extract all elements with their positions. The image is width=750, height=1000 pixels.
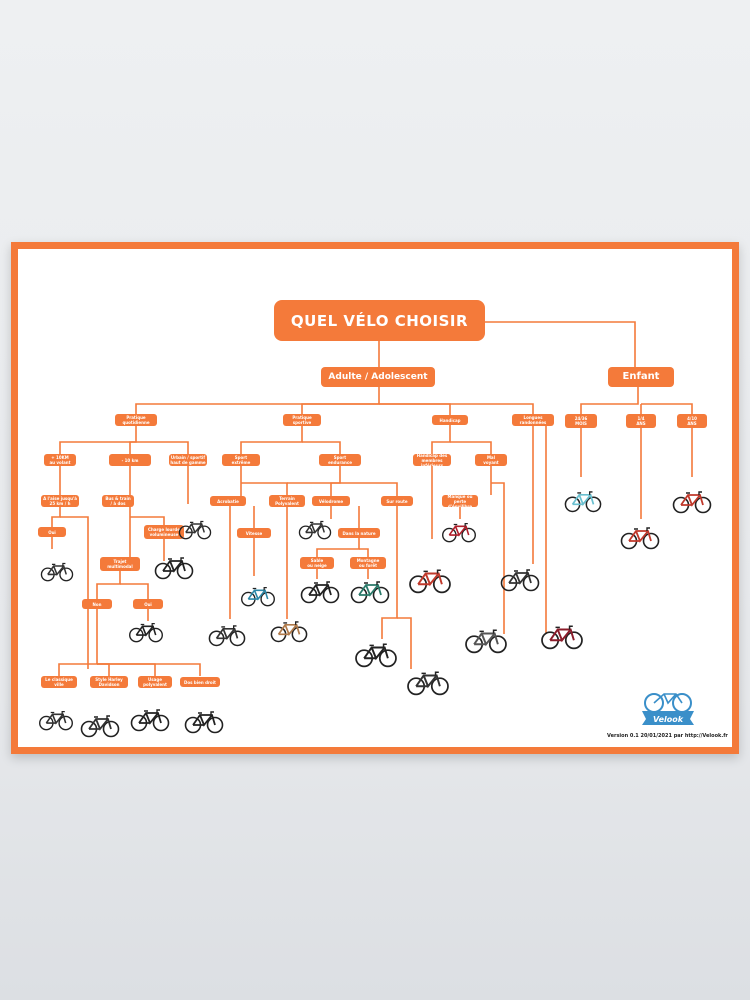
recumbent-trike-icon — [409, 569, 451, 594]
balance-bike-icon — [564, 491, 602, 513]
tricycle-icon — [620, 527, 660, 550]
connector-line — [485, 321, 636, 367]
connector-line — [301, 403, 379, 414]
city-bike-icon — [40, 562, 74, 582]
node-oui-1: Oui — [38, 527, 66, 537]
node-pratique-sportive: Pratique sportive — [283, 414, 321, 426]
node-classique-ville: Le classique ville — [41, 676, 77, 688]
connector-line — [120, 583, 149, 599]
connector-line — [379, 403, 451, 415]
kids-bike-icon — [672, 491, 712, 514]
poster-canvas: QUEL VÉLO CHOISIR Adulte / Adolescent En… — [18, 249, 732, 747]
node-1-4-ans: 1/4 ANS — [626, 414, 656, 428]
urban-bike-icon — [178, 520, 212, 540]
velook-logo: Velook — [642, 693, 694, 725]
node-plus-10km: + 10KM au volant — [44, 454, 76, 466]
node-usage-polyvalent: Usage polyvalent — [138, 676, 172, 688]
node-trajet-multimodal: Trajet multimodal — [100, 557, 140, 571]
connector-line — [340, 482, 398, 496]
node-dans-nature: Dans la nature — [338, 528, 380, 538]
connector-line — [359, 548, 369, 557]
track-bike-icon — [298, 520, 332, 540]
connector-line — [59, 426, 137, 454]
connector-line — [97, 663, 110, 676]
node-oui-2: Oui — [133, 599, 163, 609]
connector-line — [241, 482, 288, 495]
connector-line — [97, 663, 156, 676]
node-bus-train: Bus & train / à dos — [102, 495, 134, 507]
svg-text:Velook: Velook — [653, 715, 684, 724]
node-charge-lourde: Charge lourde volumineuse — [144, 525, 184, 539]
node-handicap-membres: Handicap des membres inférieurs — [413, 454, 451, 466]
connector-line — [287, 466, 341, 484]
connector-line — [60, 516, 89, 669]
classic-city-bike-icon — [39, 711, 73, 731]
connector-line — [135, 387, 380, 414]
node-urbain-sportif: Urbain / sportif haut de gamme — [169, 454, 207, 466]
node-sport-endurance: Sport endurance — [319, 454, 361, 466]
connector-line — [580, 387, 639, 414]
node-moins-10km: - 10 km — [109, 454, 151, 466]
connector-line — [397, 617, 412, 669]
node-24-36-mois: 24/36 MOIS — [565, 414, 597, 428]
node-non: Non — [82, 599, 112, 609]
node-velodrome: Vélodrome — [312, 496, 350, 506]
fixie-bike-icon — [241, 587, 275, 607]
mtb-bike-icon — [350, 581, 390, 604]
node-sur-route: Sur route — [381, 496, 413, 506]
node-terrain-polyvalent: Terrain Polyvalent — [269, 495, 305, 507]
footer-version: Version 0.1 20/01/2021 par http://Velook… — [607, 733, 728, 739]
connector-line — [431, 425, 451, 454]
folding-bike-icon — [129, 623, 163, 643]
bmx-bike-icon — [208, 625, 246, 647]
node-acrobatie: Acrobatie — [210, 496, 246, 506]
cargo-bike-icon — [154, 557, 194, 580]
connector-line — [330, 482, 340, 496]
fat-bike-icon — [300, 581, 340, 604]
node-sport-extreme: Sport extrême — [222, 454, 260, 466]
connector-line — [129, 441, 136, 454]
touring-bike-icon — [500, 569, 540, 592]
node-vitesse: Vitesse — [237, 528, 271, 538]
node-montagne-foret: Montagne ou forêt — [350, 557, 386, 569]
connector-line — [381, 506, 398, 639]
connector-line — [240, 426, 303, 454]
road-bike-icon — [407, 671, 449, 696]
node-manque-equilibre: Manque ou perte d'équilibre — [442, 495, 478, 507]
connector-line — [316, 538, 360, 557]
node-style-harley: Style Harley Davidson — [90, 676, 128, 688]
connector-line — [302, 441, 341, 454]
node-handicap: Handicap — [432, 415, 468, 425]
recumbent-road-bike-icon — [355, 643, 397, 668]
node-mal-voyant: Mal voyant — [475, 454, 507, 466]
connector-lines — [51, 321, 693, 676]
tandem-bike-icon — [465, 629, 507, 654]
node-sable-neige: Sable ou neige — [300, 557, 334, 569]
branch-enfant: Enfant — [608, 367, 674, 387]
node-pratique-quotidienne: Pratique quotidienne — [115, 414, 157, 426]
connector-line — [379, 403, 534, 414]
connector-line — [641, 403, 693, 414]
branch-adulte: Adulte / Adolescent — [321, 367, 435, 387]
connector-line — [97, 663, 201, 676]
poster: QUEL VÉLO CHOISIR Adulte / Adolescent En… — [11, 242, 739, 754]
node-4-10-ans: 4/10 ANS — [677, 414, 707, 428]
gravel-bike-icon — [270, 621, 308, 643]
connector-line — [130, 516, 165, 525]
randonneur-bike-icon — [541, 625, 583, 650]
node-longues-randonnees: Longues randonnées — [512, 414, 554, 426]
node-dos-droit: Dos bien droit — [180, 677, 220, 687]
connector-line — [51, 507, 61, 527]
connector-line — [58, 609, 98, 676]
adult-tricycle-icon — [442, 523, 476, 543]
connector-line — [491, 482, 505, 634]
cruiser-bike-icon — [80, 715, 120, 738]
page-title: QUEL VÉLO CHOISIR — [274, 300, 485, 341]
connector-line — [136, 441, 189, 454]
dutch-bike-icon — [184, 711, 224, 734]
connector-line — [96, 571, 121, 599]
connector-line — [450, 441, 492, 454]
node-allure-25: A l'aise jusqu'à 25 km / h — [41, 495, 79, 507]
hybrid-bike-icon — [130, 709, 170, 732]
